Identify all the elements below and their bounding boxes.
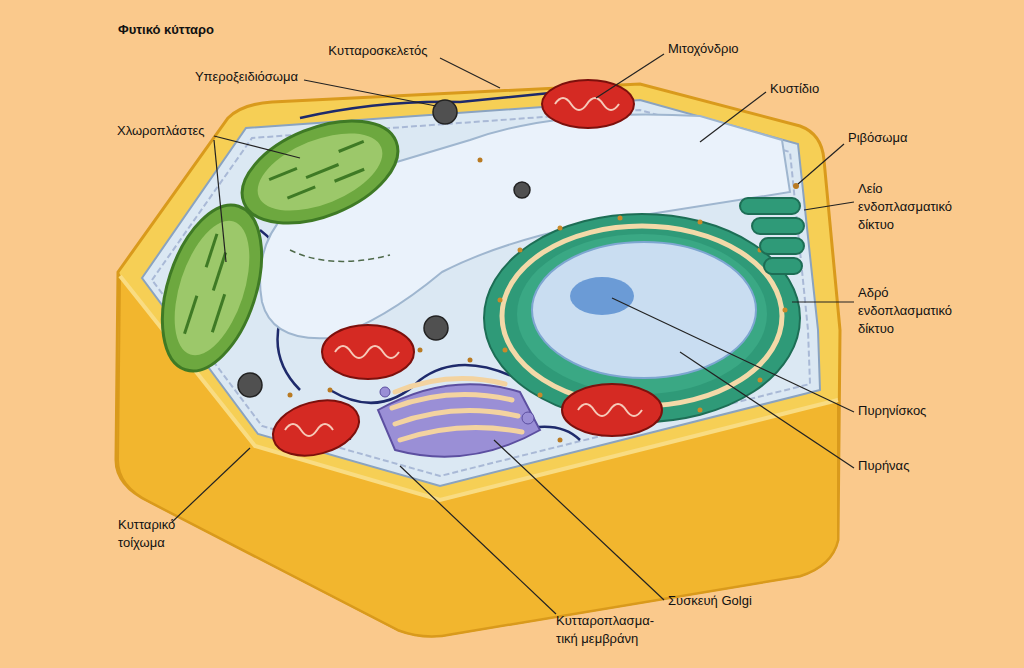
part-label: Λείο ενδοπλασματικό δίκτυο <box>858 180 980 235</box>
smooth-er <box>740 198 804 274</box>
part-label: Μιτοχόνδριο <box>668 40 739 58</box>
part-label: Χλωροπλάστες <box>117 122 205 140</box>
golgi <box>378 379 540 457</box>
part-label: Κυστίδιο <box>770 80 819 98</box>
cell-wall <box>116 84 840 636</box>
part-label: Αδρό ενδοπλασματικό δίκτυο <box>858 284 980 339</box>
cytoplasm <box>142 100 820 486</box>
peroxisome <box>238 100 530 397</box>
leader-line <box>172 54 854 614</box>
part-label: Υπεροξειδιόσωμα <box>195 68 298 86</box>
part-label: Κυτταροσκελετός <box>303 42 453 60</box>
mitochondrion <box>267 80 662 465</box>
part-label: Πυρηνίσκος <box>858 402 926 420</box>
nucleolus <box>570 277 634 315</box>
part-label: Συσκευή Golgi <box>668 592 752 610</box>
ribosome <box>288 158 800 443</box>
diagram-title: Φυτικό κύτταρο <box>118 22 214 37</box>
part-label: Κυτταρικό τοίχωμα <box>118 516 200 552</box>
part-label: Πυρήνας <box>858 457 909 475</box>
chloroplast <box>144 193 281 384</box>
nucleus <box>532 242 756 378</box>
part-label: Ριβόσωμα <box>848 129 907 147</box>
part-label: Κυτταροπλασμα- τική μεμβράνη <box>556 612 668 648</box>
